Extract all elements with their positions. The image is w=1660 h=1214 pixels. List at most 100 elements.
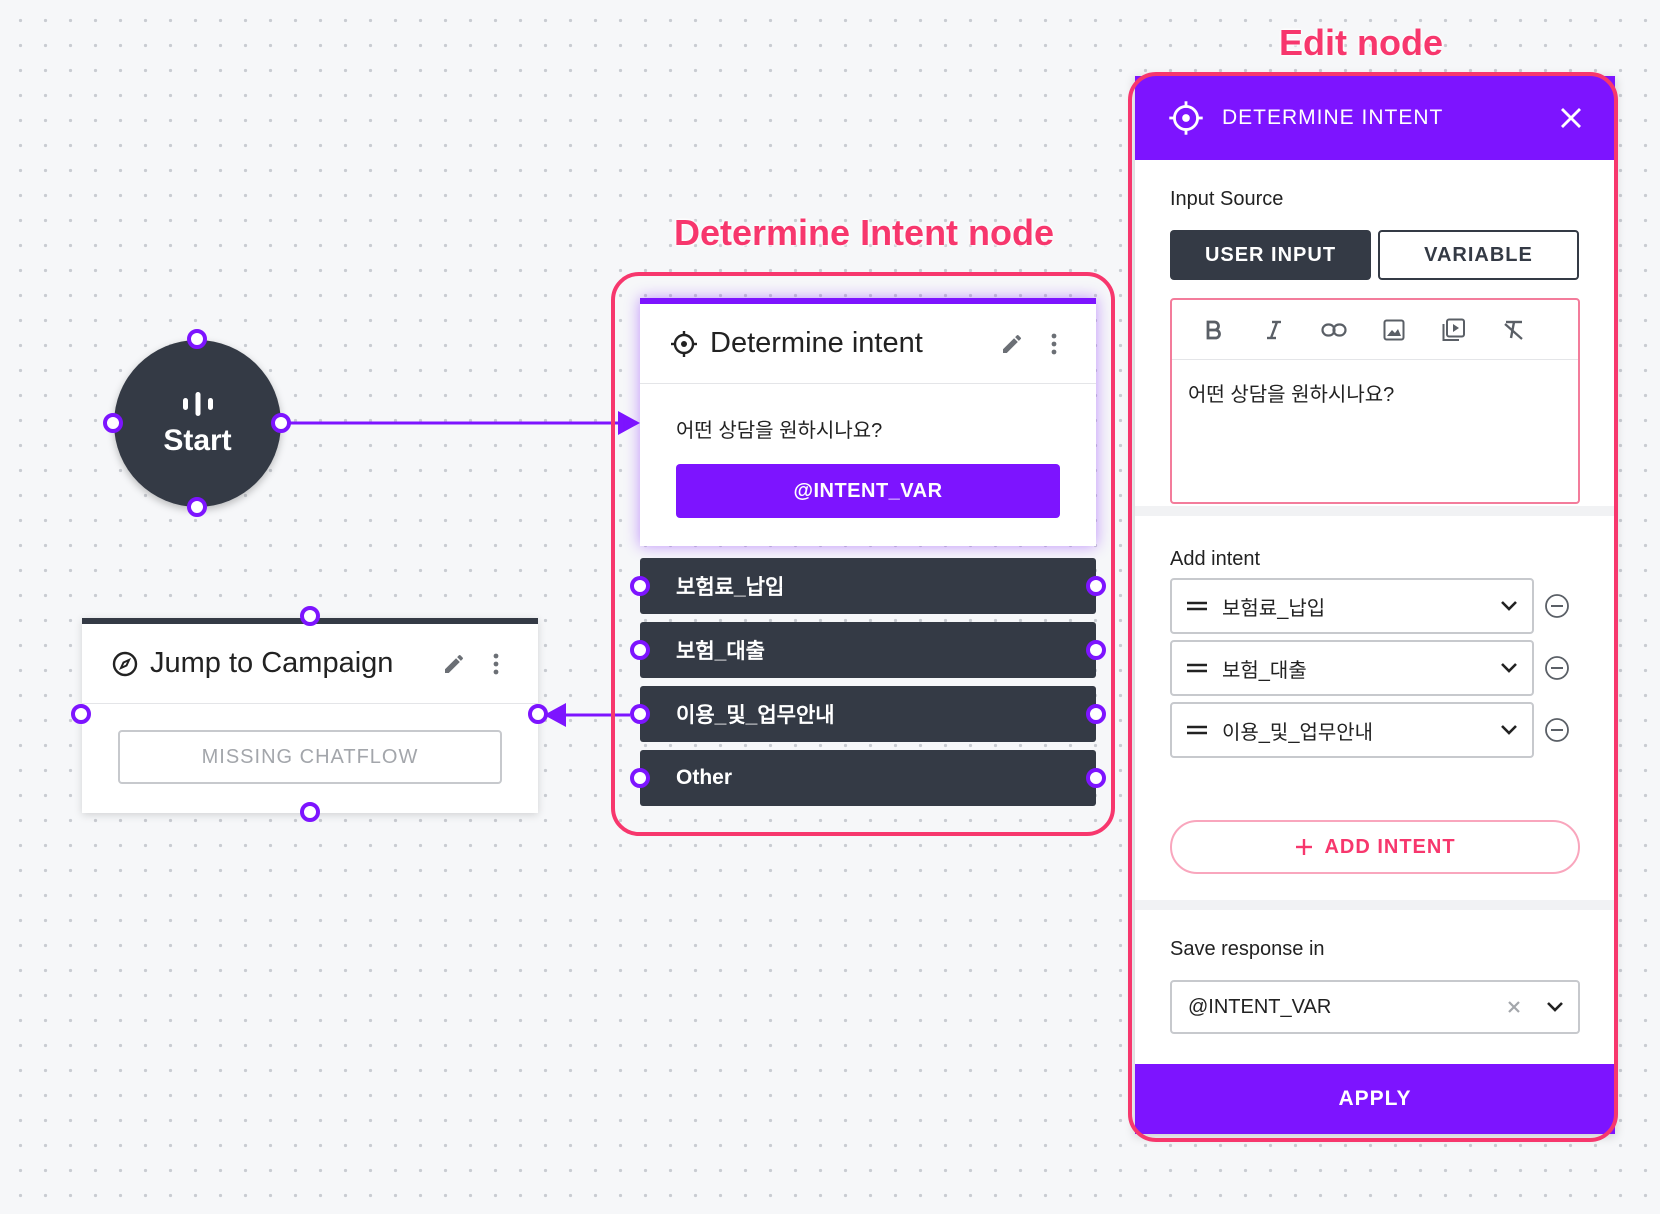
remove-intent-button[interactable] [1542,591,1572,621]
minus-circle-icon [1545,718,1569,742]
panel-title: DETERMINE INTENT [1222,106,1444,129]
drag-handle-icon[interactable] [1186,662,1208,674]
remove-intent-button[interactable] [1542,653,1572,683]
jump-node-title: Jump to Campaign [150,647,394,679]
start-node[interactable]: Start [114,340,281,507]
crosshair-icon [671,330,697,357]
save-response-select[interactable]: @INTENT_VAR [1170,980,1580,1034]
italic-icon [1267,320,1281,339]
intent-select[interactable]: 보험료_납입 [1170,578,1534,634]
start-label: Start [163,423,232,457]
edit-node-button[interactable] [994,326,1030,362]
intent-branch[interactable]: 이용_및_업무안내 [640,686,1096,742]
edit-node-panel: DETERMINE INTENT Input Source USER INPUT… [1135,76,1615,1134]
intent-node-title: Determine intent [710,327,923,359]
pencil-icon [445,654,464,673]
remove-intent-button[interactable] [1542,715,1572,745]
more-vertical-icon [493,653,499,674]
jump-to-campaign-node[interactable]: Jump to Campaign MISSING CHATFLOW [82,618,538,813]
editor-toolbar [1172,300,1578,360]
branch-port-right[interactable] [1086,576,1106,596]
intent-to-jump-arrowhead [544,703,566,727]
chevron-down-icon [1501,601,1517,611]
minus-circle-icon [1545,594,1569,618]
variable-toggle[interactable]: VARIABLE [1378,230,1579,280]
image-button[interactable] [1364,310,1424,350]
image-icon [1383,319,1405,340]
add-intent-button[interactable]: ADD INTENT [1170,820,1580,874]
user-input-toggle[interactable]: USER INPUT [1170,230,1371,280]
branch-port-left[interactable] [630,640,650,660]
plus-icon [1296,839,1313,855]
edit-node-button[interactable] [436,646,472,682]
branch-port-right[interactable] [1086,768,1106,788]
close-panel-button[interactable] [1553,100,1589,136]
compass-icon [112,651,138,676]
italic-button[interactable] [1244,310,1304,350]
start-port-bottom[interactable] [187,497,207,517]
input-source-label: Input Source [1170,188,1284,210]
determine-intent-node[interactable]: Determine intent 어떤 상담을 원하시나요? @INTENT_V… [640,298,1096,546]
link-icon [1321,322,1347,337]
branch-port-right[interactable] [1086,640,1106,660]
add-intent-label: Add intent [1170,548,1261,570]
edit-node-callout: Edit node [1279,22,1443,63]
pencil-icon [1003,334,1022,353]
minus-circle-icon [1545,656,1569,680]
chevron-down-icon[interactable] [1546,1001,1564,1013]
chevron-down-icon [1501,725,1517,735]
clear-icon [1508,1001,1520,1013]
determine-intent-callout: Determine Intent node [674,212,1055,253]
intent-question-text: 어떤 상담을 원하시나요? [676,420,883,442]
save-response-label: Save response in [1170,938,1325,960]
branch-port-left[interactable] [630,704,650,724]
drag-handle-icon[interactable] [1186,600,1208,612]
start-port-left[interactable] [103,413,123,433]
jump-port-top[interactable] [300,606,320,626]
node-menu-button[interactable] [478,646,514,682]
section-divider [1135,900,1615,910]
intent-branch[interactable]: 보험_대출 [640,622,1096,678]
section-divider [1135,506,1615,516]
audio-bars-icon [182,391,213,416]
start-to-intent-arrowhead [618,411,640,435]
jump-port-left[interactable] [71,704,91,724]
apply-button[interactable]: APPLY [1135,1064,1615,1134]
bold-icon [1206,320,1221,339]
missing-chatflow-button[interactable]: MISSING CHATFLOW [118,730,502,784]
intent-select-value: 이용_및_업무안내 [1222,721,1374,744]
start-port-right[interactable] [271,413,291,433]
intent-select[interactable]: 이용_및_업무안내 [1170,702,1534,758]
chevron-down-icon [1501,663,1517,673]
bold-button[interactable] [1184,310,1244,350]
intent-branch[interactable]: 보험료_납입 [640,558,1096,614]
intent-select-value: 보험_대출 [1222,659,1307,682]
start-port-top[interactable] [187,329,207,349]
clear-selection-button[interactable] [1496,989,1532,1025]
clear-format-button[interactable] [1484,310,1544,350]
crosshair-icon [1169,101,1203,135]
save-response-value: @INTENT_VAR [1188,995,1332,1018]
close-icon [1561,108,1581,128]
editor-content[interactable]: 어떤 상담을 원하시나요? [1188,384,1395,406]
intent-node-header: Determine intent [640,304,1096,384]
intent-branch[interactable]: Other [640,750,1096,806]
panel-header: DETERMINE INTENT [1135,76,1615,160]
jump-port-right[interactable] [528,704,548,724]
branch-port-right[interactable] [1086,704,1106,724]
jump-port-bottom[interactable] [300,802,320,822]
jump-node-header: Jump to Campaign [82,624,538,704]
intent-select-value: 보험료_납입 [1222,597,1326,620]
intent-select[interactable]: 보험_대출 [1170,640,1534,696]
link-button[interactable] [1304,310,1364,350]
video-button[interactable] [1424,310,1484,350]
node-menu-button[interactable] [1036,326,1072,362]
branch-port-left[interactable] [630,768,650,788]
branch-port-left[interactable] [630,576,650,596]
drag-handle-icon[interactable] [1186,724,1208,736]
intent-variable-button[interactable]: @INTENT_VAR [676,464,1060,518]
more-vertical-icon [1051,333,1057,354]
message-editor[interactable]: 어떤 상담을 원하시나요? [1170,298,1580,504]
video-icon [1442,318,1465,341]
